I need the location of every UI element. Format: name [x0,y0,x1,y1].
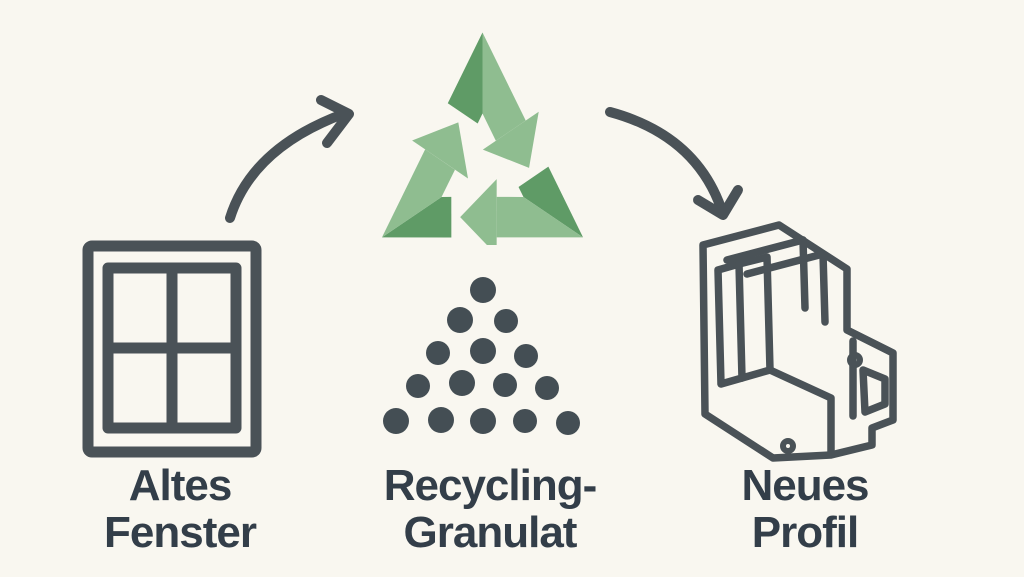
recycle-arrow-left [381,122,469,238]
recycle-arrow-top [447,32,539,168]
recycling-symbol-icon [381,32,584,245]
granulate-dot [428,407,454,433]
granulate-dot [449,370,475,396]
label-line: Recycling- [383,461,598,510]
new-profile-icon [699,221,897,462]
granulate-dot [514,344,538,368]
label-line: Fenster [104,508,257,557]
granulate-dot [535,376,559,400]
label-line: Profil [751,508,859,557]
granulate-dot [556,411,580,435]
label-altes-fenster: Altes Fenster [35,462,325,556]
curved-arrow-left-icon [225,95,354,223]
label-line: Neues [741,461,869,510]
label-recycling-granulat: Recycling- Granulat [345,462,635,556]
curved-arrow-right-icon [605,107,743,220]
granulate-dot [426,341,450,365]
granulate-dot [470,277,496,303]
recycle-arrow-right [460,166,584,245]
granulate-dot [447,307,473,333]
granulate-dot [494,309,518,333]
granulate-dot [470,408,496,434]
granulate-dot [493,373,517,397]
label-line: Granulat [403,508,578,557]
granulate-dot [383,408,409,434]
granulate-dot [513,409,537,433]
label-line: Altes [128,461,233,510]
granulate-dot [470,338,496,364]
label-neues-profil: Neues Profil [660,462,950,556]
old-window-icon [82,240,262,458]
granulate-dot [406,374,430,398]
granulate-dots-icon [383,277,580,435]
